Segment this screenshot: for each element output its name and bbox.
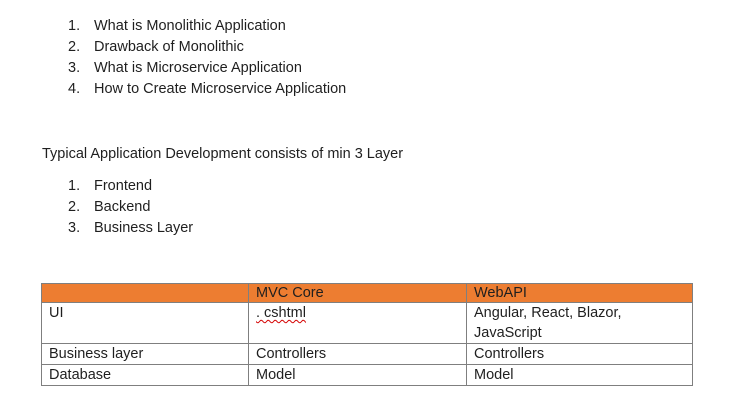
comparison-table: MVC Core WebAPI UI . cshtml Angular, Rea… [41, 283, 693, 386]
list-text: Business Layer [94, 220, 194, 236]
list-text: Backend [94, 199, 151, 215]
table-cell: Business layer [41, 343, 249, 365]
list-item: 4. How to Create Microservice Application [62, 79, 346, 100]
list-item: 2. Backend [62, 197, 193, 218]
table-row: UI . cshtml Angular, React, Blazor, Java… [41, 302, 693, 344]
table-cell: Controllers [248, 343, 467, 365]
list-text: Frontend [94, 178, 153, 194]
intro-paragraph: Typical Application Development consists… [42, 146, 404, 162]
list-text: What is Monolithic Application [94, 18, 286, 34]
list-item: 2. Drawback of Monolithic [62, 37, 346, 58]
table-cell: Model [248, 364, 467, 386]
list-text: What is Microservice Application [94, 60, 302, 76]
list-number: 2. [68, 39, 81, 55]
table-cell: Database [41, 364, 249, 386]
table-cell: Controllers [466, 343, 693, 365]
table-row: Business layer Controllers Controllers [41, 343, 693, 365]
table-header-cell: MVC Core [248, 283, 467, 303]
table-row: Database Model Model [41, 364, 693, 386]
list-item: 1. What is Monolithic Application [62, 16, 346, 37]
table-header-row: MVC Core WebAPI [41, 283, 693, 303]
list-text: Drawback of Monolithic [94, 39, 244, 55]
list-text: How to Create Microservice Application [94, 81, 347, 97]
list-item: 1. Frontend [62, 176, 193, 197]
list-number: 1. [68, 18, 81, 34]
cshtml-text: . cshtml [256, 305, 306, 321]
table-cell: Angular, React, Blazor, JavaScript [466, 302, 693, 344]
list-number: 3. [68, 220, 81, 236]
table-header-cell [41, 283, 249, 303]
table-cell: UI [41, 302, 249, 344]
list-number: 3. [68, 60, 81, 76]
list-number: 1. [68, 178, 81, 194]
table-cell: . cshtml [248, 302, 467, 344]
topics-list: 1. What is Monolithic Application 2. Drawb… [62, 16, 346, 100]
list-number: 2. [68, 199, 81, 215]
layers-list: 1. Frontend 2. Backend 3. Business Layer [62, 176, 193, 239]
table-header-cell: WebAPI [466, 283, 693, 303]
list-item: 3. What is Microservice Application [62, 58, 346, 79]
list-item: 3. Business Layer [62, 218, 193, 239]
table-cell: Model [466, 364, 693, 386]
list-number: 4. [68, 81, 81, 97]
